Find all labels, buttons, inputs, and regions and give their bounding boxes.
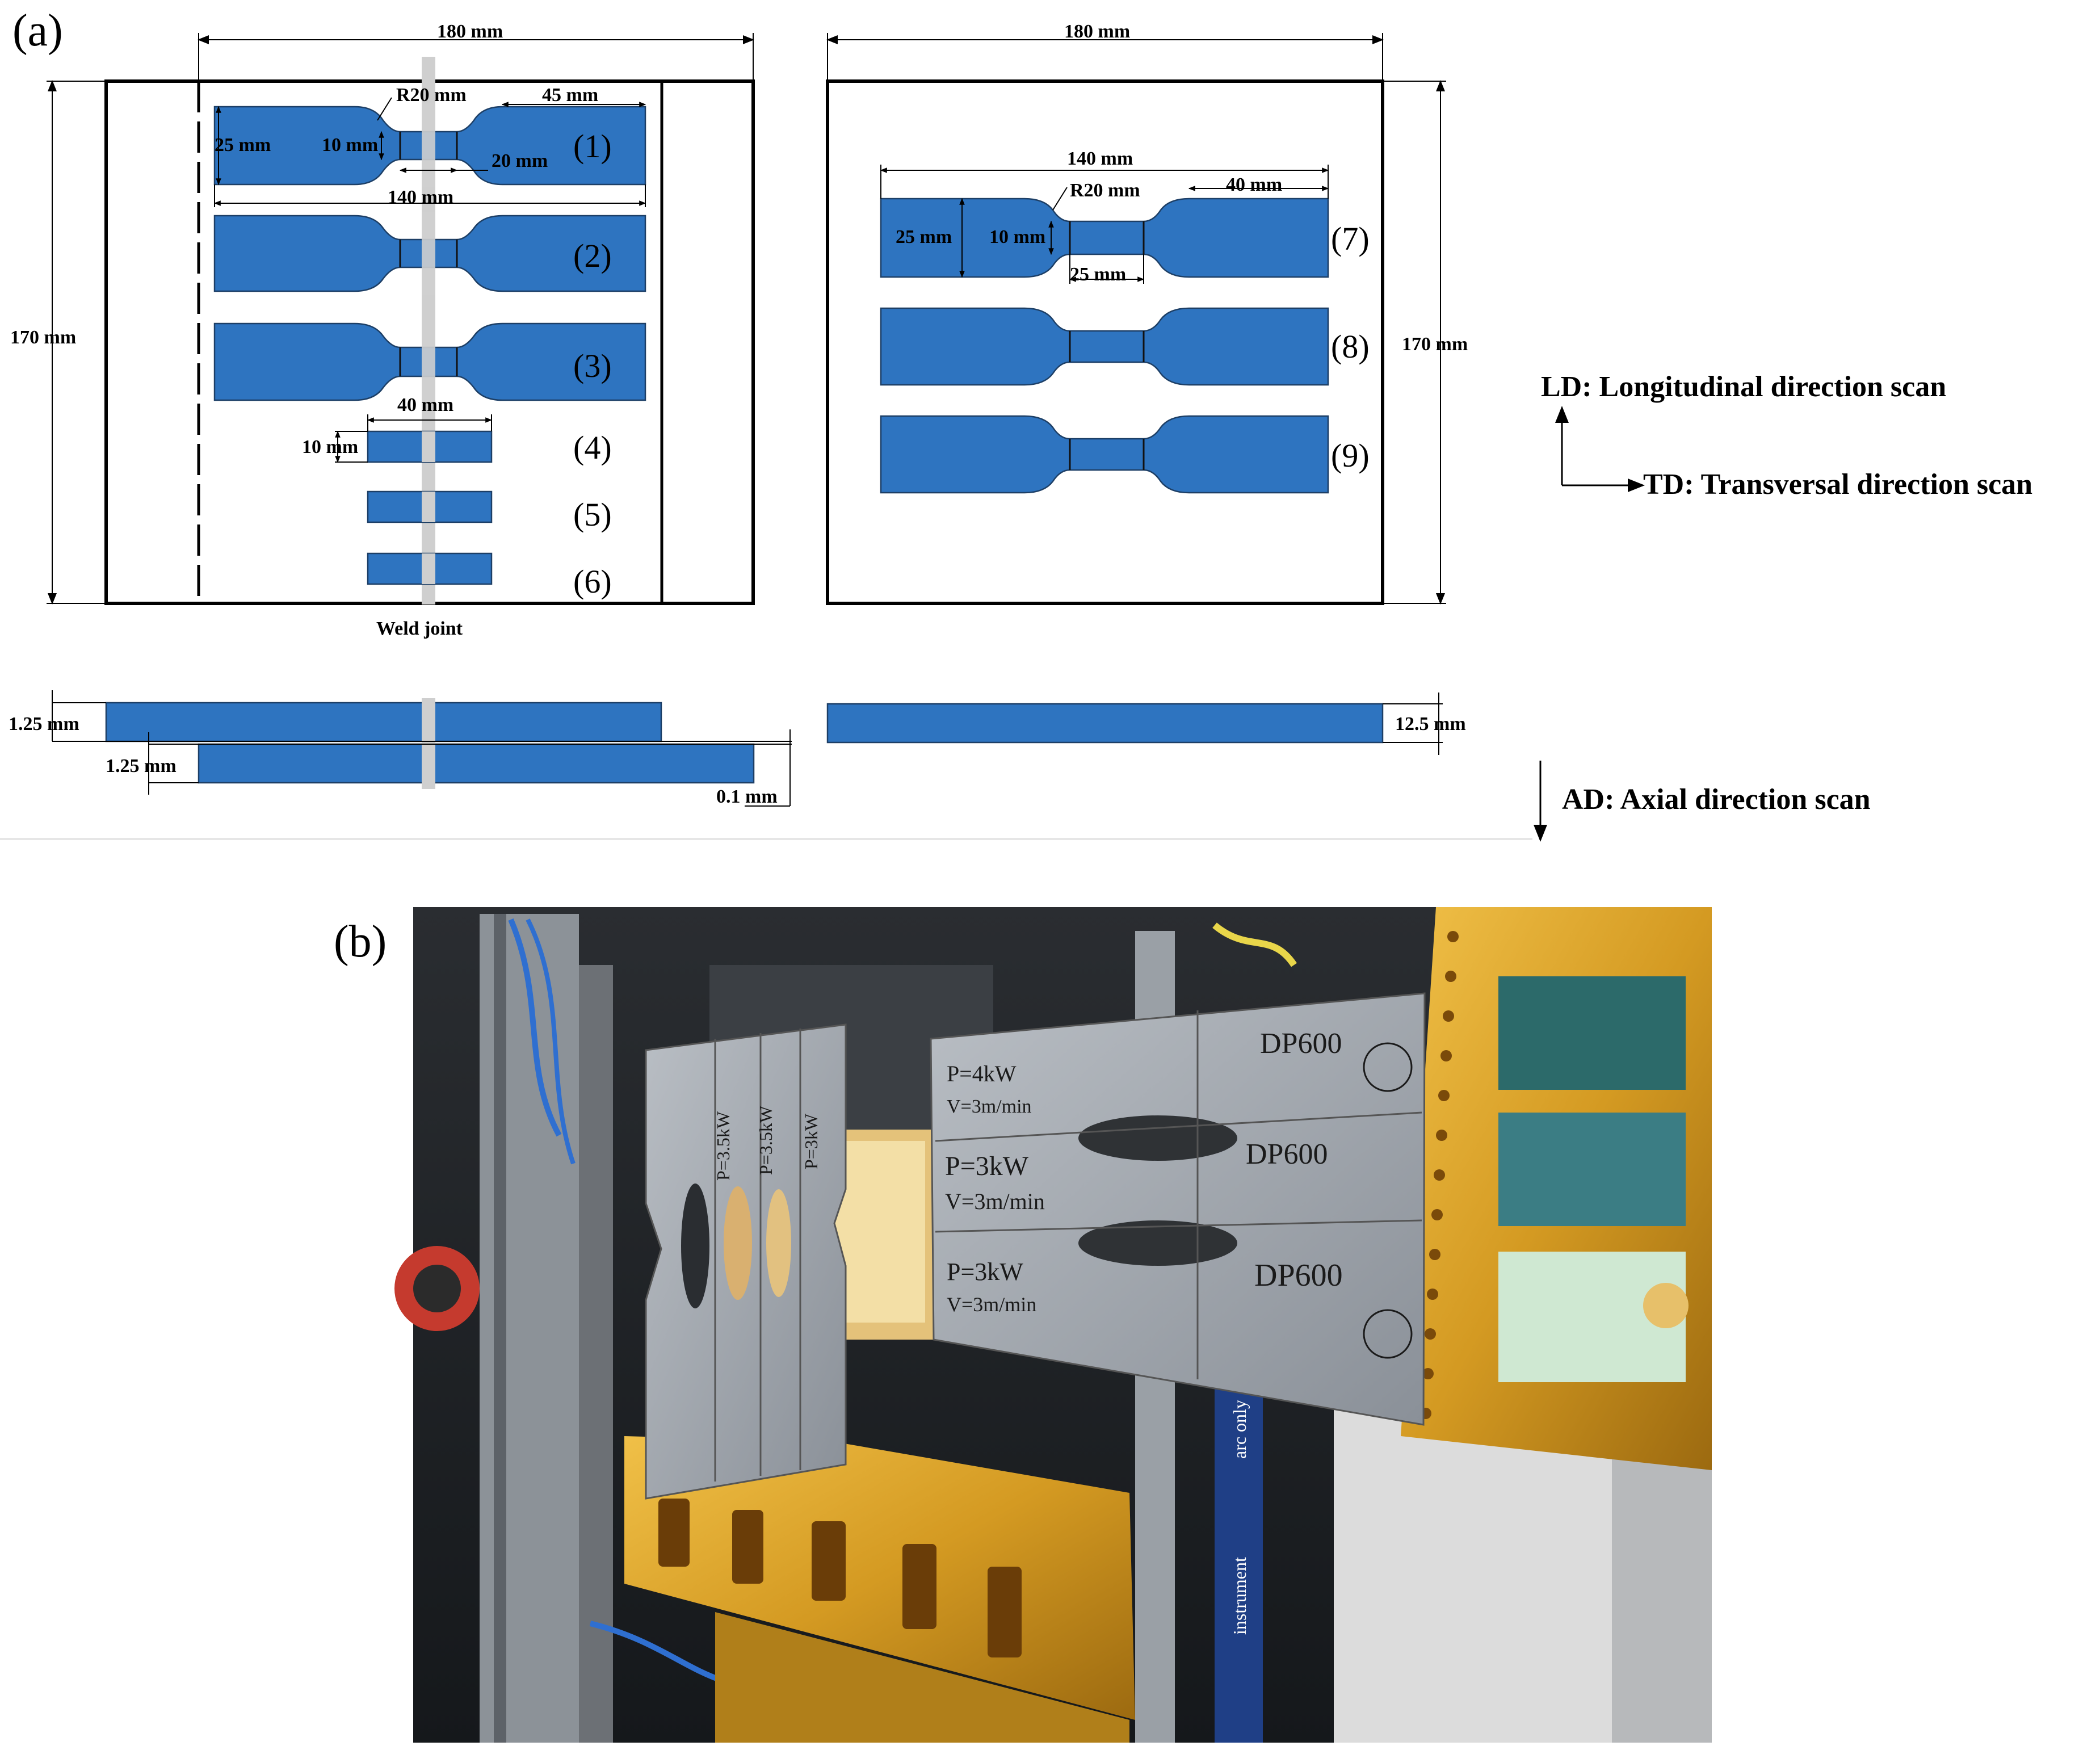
bottom-gold-bracket <box>624 1436 1135 1743</box>
horizontal-specimens: P=4kW V=3m/min DP600 P=3kW V=3m/min DP60… <box>930 992 1426 1426</box>
right-thickness-label: 12.5 mm <box>1395 714 1466 735</box>
panel-a: (a) 180 mm 170 mm <box>0 6 2032 842</box>
photo-note-v2: V=3m/min <box>945 1189 1045 1214</box>
small-width-label: 10 mm <box>302 437 358 458</box>
right-gauge-length-label: 25 mm <box>1070 264 1126 285</box>
right-gold-bracket <box>1401 907 1712 1470</box>
grip-width-label: 25 mm <box>215 135 271 156</box>
lower-thickness-label: 1.25 mm <box>106 756 177 777</box>
ad-label: AD: Axial direction scan <box>1562 783 1871 816</box>
photo-note-v3: V=3m/min <box>947 1293 1036 1316</box>
right-gauge-width-label: 10 mm <box>989 226 1045 247</box>
specimen-7 <box>880 198 1329 278</box>
side-view: 1.25 mm 1.25 mm 0.1 mm 12.5 mm <box>9 690 1466 807</box>
lower-sheet <box>198 743 755 784</box>
gauge-length-label: 20 mm <box>492 150 548 171</box>
upper-sheet <box>105 702 662 742</box>
panel-b: (b) instrument arc on <box>334 907 1712 1743</box>
specimen-8 <box>880 307 1329 386</box>
panel-a-label: (a) <box>12 6 63 56</box>
right-plate-side <box>826 703 1384 744</box>
left-plate-height: 170 mm <box>10 327 76 348</box>
photo-note-p35-b: P=3.5kW <box>755 1105 776 1175</box>
small-length-label: 40 mm <box>397 395 453 416</box>
photo-note-p3-c: P=3kW <box>801 1113 821 1169</box>
direction-legend: LD: Longitudinal direction scan TD: Tran… <box>1534 371 2032 842</box>
photo-instrument-text: instrument <box>1229 1557 1250 1635</box>
td-label: TD: Transversal direction scan <box>1643 468 2032 501</box>
specimen-label-3: (3) <box>573 347 612 384</box>
specimen-label-1: (1) <box>573 128 612 165</box>
photo-note-dp600-2: DP600 <box>1246 1138 1328 1170</box>
specimen-label-7: (7) <box>1331 220 1370 257</box>
specimen-label-6: (6) <box>573 563 612 600</box>
specimen-label-9: (9) <box>1331 437 1370 474</box>
left-plate: 180 mm 170 mm <box>10 21 755 639</box>
photo-arc-only-text: arc only <box>1229 1400 1250 1459</box>
vertical-specimens: P=3.5kW P=3.5kW P=3kW <box>645 1023 847 1500</box>
specimen-label-8: (8) <box>1331 328 1370 365</box>
photo-note-p3-b: P=3kW <box>947 1258 1023 1286</box>
specimen-label-4: (4) <box>573 429 612 466</box>
right-radius-label: R20 mm <box>1070 180 1140 201</box>
photo-note-dp600-3: DP600 <box>1254 1258 1343 1293</box>
specimen-label-2: (2) <box>573 237 612 274</box>
gauge-width-label: 10 mm <box>322 135 378 156</box>
right-total-length-label: 140 mm <box>1067 148 1133 169</box>
photo-note-dp600-1: DP600 <box>1260 1027 1342 1060</box>
upper-thickness-label: 1.25 mm <box>9 714 79 735</box>
gap-label: 0.1 mm <box>716 786 778 807</box>
right-plate-frame <box>826 79 1384 605</box>
photo-note-p4: P=4kW <box>947 1061 1017 1086</box>
left-plate-width: 180 mm <box>437 21 503 42</box>
right-grip-width-label: 25 mm <box>896 226 952 247</box>
specimen-9 <box>880 415 1329 494</box>
experiment-photo: instrument arc only <box>394 907 1712 1743</box>
panel-b-label: (b) <box>334 917 387 967</box>
right-grip-length-label: 40 mm <box>1226 174 1282 195</box>
weld-joint-label: Weld joint <box>376 618 463 639</box>
total-length-label: 140 mm <box>388 187 453 208</box>
specimen-label-5: (5) <box>573 496 612 533</box>
photo-note-p3-a: P=3kW <box>945 1151 1029 1181</box>
grip-length-label: 45 mm <box>542 85 598 106</box>
radius-label: R20 mm <box>396 85 467 106</box>
ld-label: LD: Longitudinal direction scan <box>1541 371 1946 403</box>
right-plate-width: 180 mm <box>1064 21 1130 42</box>
right-plate: 180 mm 170 mm 140 mm <box>826 21 1468 605</box>
photo-note-v1: V=3m/min <box>947 1096 1032 1117</box>
photo-note-p35-a: P=3.5kW <box>713 1111 733 1181</box>
right-plate-height: 170 mm <box>1402 334 1468 355</box>
